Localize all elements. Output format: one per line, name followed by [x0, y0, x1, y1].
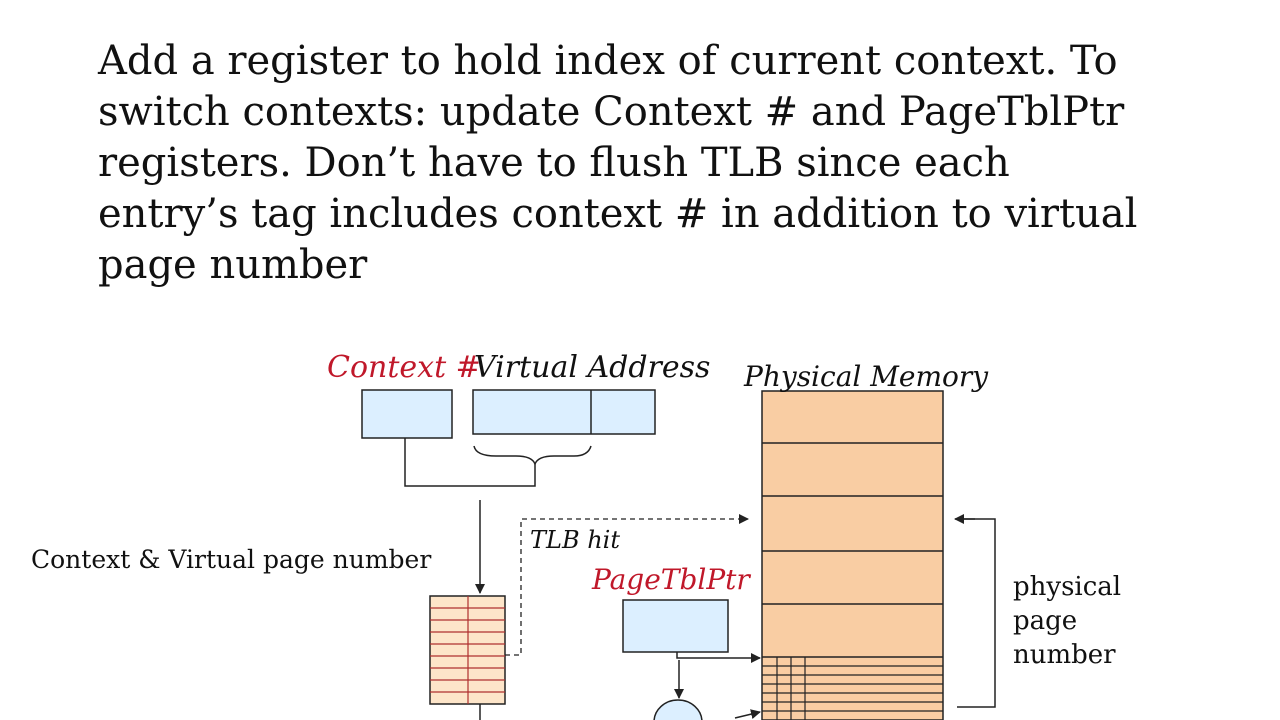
- physical-memory-label: Physical Memory: [744, 360, 989, 393]
- text-line: entry’s tag includes context # in additi…: [98, 191, 1138, 237]
- physical-memory: [761, 390, 944, 720]
- page-tbl-ptr-label: PageTblPtr: [592, 563, 750, 596]
- context-vpn-label: Context & Virtual page number: [31, 545, 432, 574]
- slide-text: Add a register to hold index of current …: [98, 36, 1218, 291]
- ptr-to-memory-arrow: [676, 652, 761, 663]
- vpn-brace: [473, 445, 592, 467]
- page-table-in-memory: [762, 657, 943, 720]
- adder-circle: [653, 699, 703, 720]
- memory-page-dividers: [762, 442, 943, 658]
- ppn-label-line3: number: [1013, 640, 1116, 670]
- tlb-hit-label: TLB hit: [530, 526, 620, 554]
- ppn-label-line2: page: [1013, 606, 1078, 636]
- text-line: page number: [98, 242, 368, 288]
- adder-to-memory-arrow: [734, 709, 761, 719]
- text-line: switch contexts: update Context # and Pa…: [98, 89, 1125, 135]
- virtual-address-register: [472, 389, 656, 435]
- context-number-label: Context #: [327, 350, 481, 385]
- ppn-label-line1: physical: [1013, 572, 1122, 602]
- text-line: registers. Don’t have to flush TLB since…: [98, 140, 1010, 186]
- tlb-entry-lines: [430, 596, 505, 704]
- combine-line: [404, 438, 536, 487]
- ppn-bracket: [957, 518, 996, 708]
- context-register: [361, 389, 453, 439]
- page-tbl-ptr-register: [622, 599, 729, 653]
- virtual-address-label: Virtual Address: [474, 350, 711, 385]
- tlb-hit-path: [505, 514, 749, 656]
- text-line: Add a register to hold index of current …: [98, 38, 1118, 84]
